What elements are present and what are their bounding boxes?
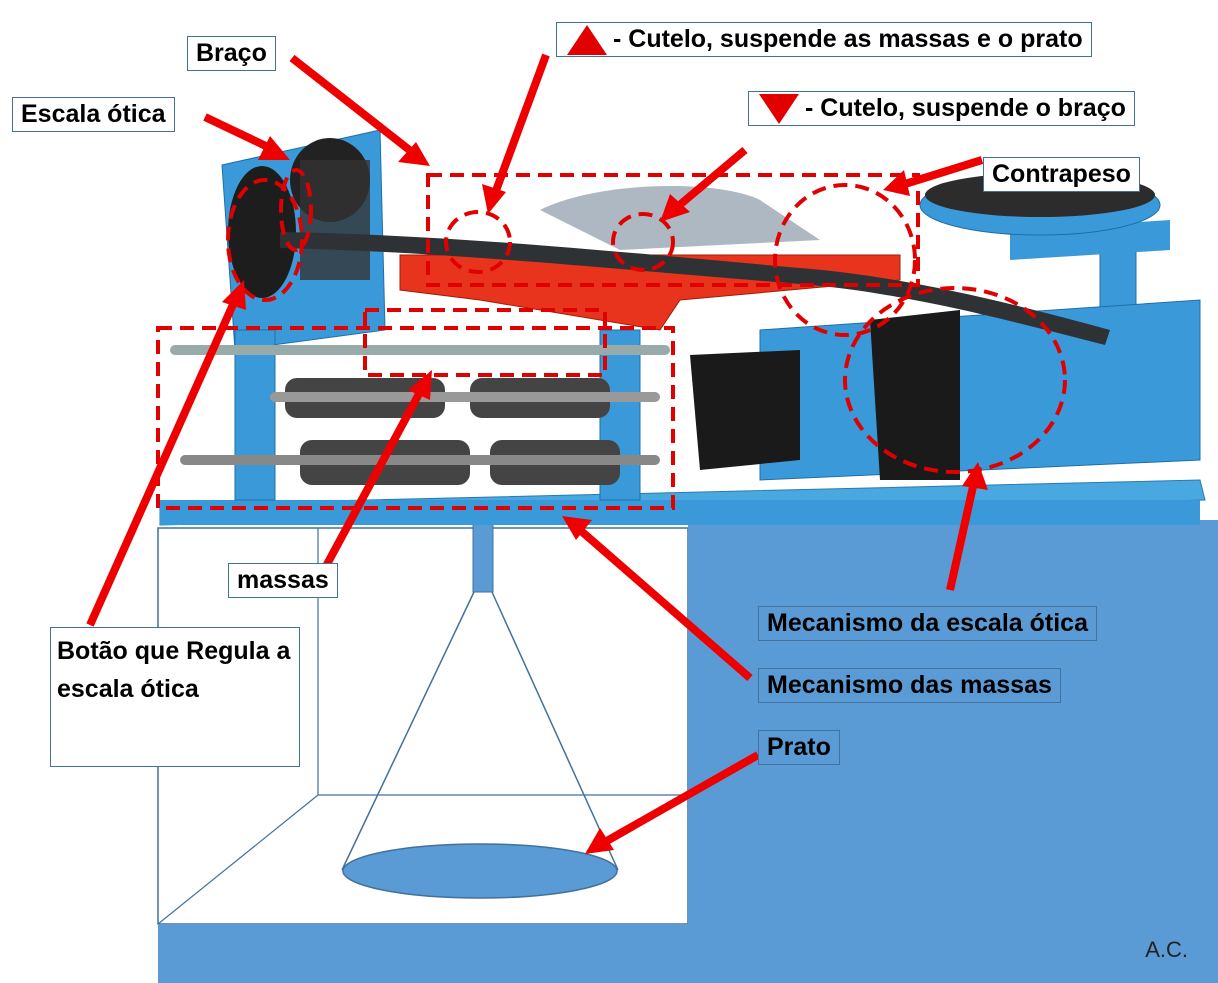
pan-plate — [342, 843, 618, 899]
cabinet-base — [158, 924, 1218, 983]
masses-region — [156, 326, 675, 510]
triangle-down-icon — [759, 94, 799, 125]
label-prato: Prato — [758, 730, 840, 765]
label-mecanismo-escala: Mecanismo da escala ótica — [758, 606, 1097, 641]
label-contrapeso: Contrapeso — [983, 157, 1140, 192]
annotation-arrows — [86, 53, 988, 854]
machine-base — [160, 500, 1200, 525]
knife-down-ring — [611, 212, 675, 272]
pan-rod — [472, 521, 494, 593]
optical-mechanism-ring — [843, 286, 1067, 474]
label-cutelo-down-text: - Cutelo, suspende o braço — [805, 94, 1126, 122]
masses-top-region — [363, 308, 607, 377]
knife-up-ring — [444, 210, 512, 274]
label-braco: Braço — [187, 36, 276, 71]
arm-region — [426, 173, 920, 287]
optical-disc — [228, 166, 296, 298]
label-cutelo-down: - Cutelo, suspende o braço — [748, 91, 1135, 126]
credit: A.C. — [1145, 937, 1188, 962]
optical-scale-ring — [226, 178, 304, 302]
label-cutelo-up-text: - Cutelo, suspende as massas e o prato — [613, 25, 1083, 53]
label-botao: Botão que Regula a escala ótica — [50, 627, 300, 767]
arm — [280, 232, 1110, 345]
label-mecanismo-massas: Mecanismo das massas — [758, 668, 1061, 703]
triangle-up-icon — [567, 25, 607, 56]
label-cutelo-up: - Cutelo, suspende as massas e o prato — [556, 22, 1092, 57]
label-escala-otica: Escala ótica — [12, 97, 175, 132]
label-massas: massas — [228, 563, 338, 598]
counterweight-ring — [773, 183, 917, 337]
